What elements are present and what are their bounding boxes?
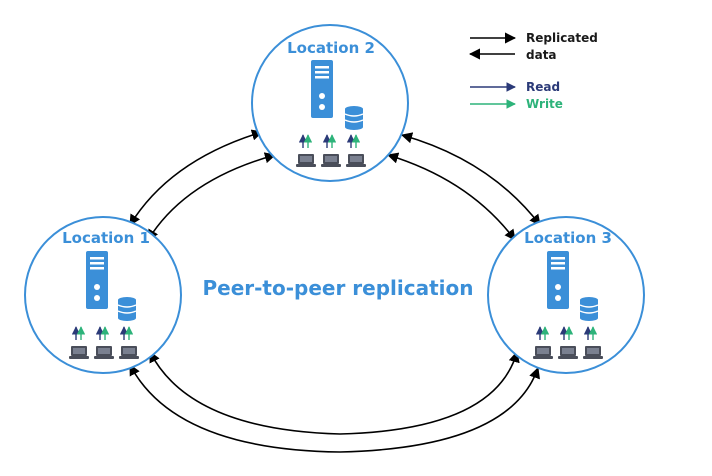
database-icon [117,296,137,322]
replication-arrow-1-2-inner [147,152,277,241]
server-icon [547,251,569,309]
replication-arrow-1-3-outer [129,364,540,453]
legend-write-label: Write [526,97,563,111]
server-icon [311,60,333,118]
diagram-title: Peer-to-peer replication [202,276,473,300]
replication-arrow-2-3-inner [386,152,516,241]
laptop-icon [296,154,316,167]
location-1-label: Location 1 [62,229,150,247]
laptop-icon [346,154,366,167]
replication-arrows [129,129,541,453]
location-3-label: Location 3 [524,229,612,247]
location-3-node: Location 3 [487,216,645,374]
laptop-icon [94,346,114,359]
replication-arrow-2-3-outer [400,132,541,226]
database-icon [344,105,364,131]
laptop-icon [321,154,341,167]
laptop-icon [119,346,139,359]
laptop-icon [558,346,578,359]
database-icon [579,296,599,322]
location-2-node: Location 2 [251,24,409,182]
replication-arrow-1-2-outer [129,129,264,226]
replication-arrow-1-3-inner [149,350,520,435]
legend-replicated-label: Replicated [526,31,598,45]
location-1-node: Location 1 [24,216,182,374]
laptop-icon [533,346,553,359]
server-icon [86,251,108,309]
laptop-icon [69,346,89,359]
location-2-label: Location 2 [287,39,375,57]
legend: Replicated data Read Write [468,31,598,111]
laptop-icon [583,346,603,359]
legend-replicated-label-line2: data [526,48,557,62]
legend-read-label: Read [526,80,560,94]
